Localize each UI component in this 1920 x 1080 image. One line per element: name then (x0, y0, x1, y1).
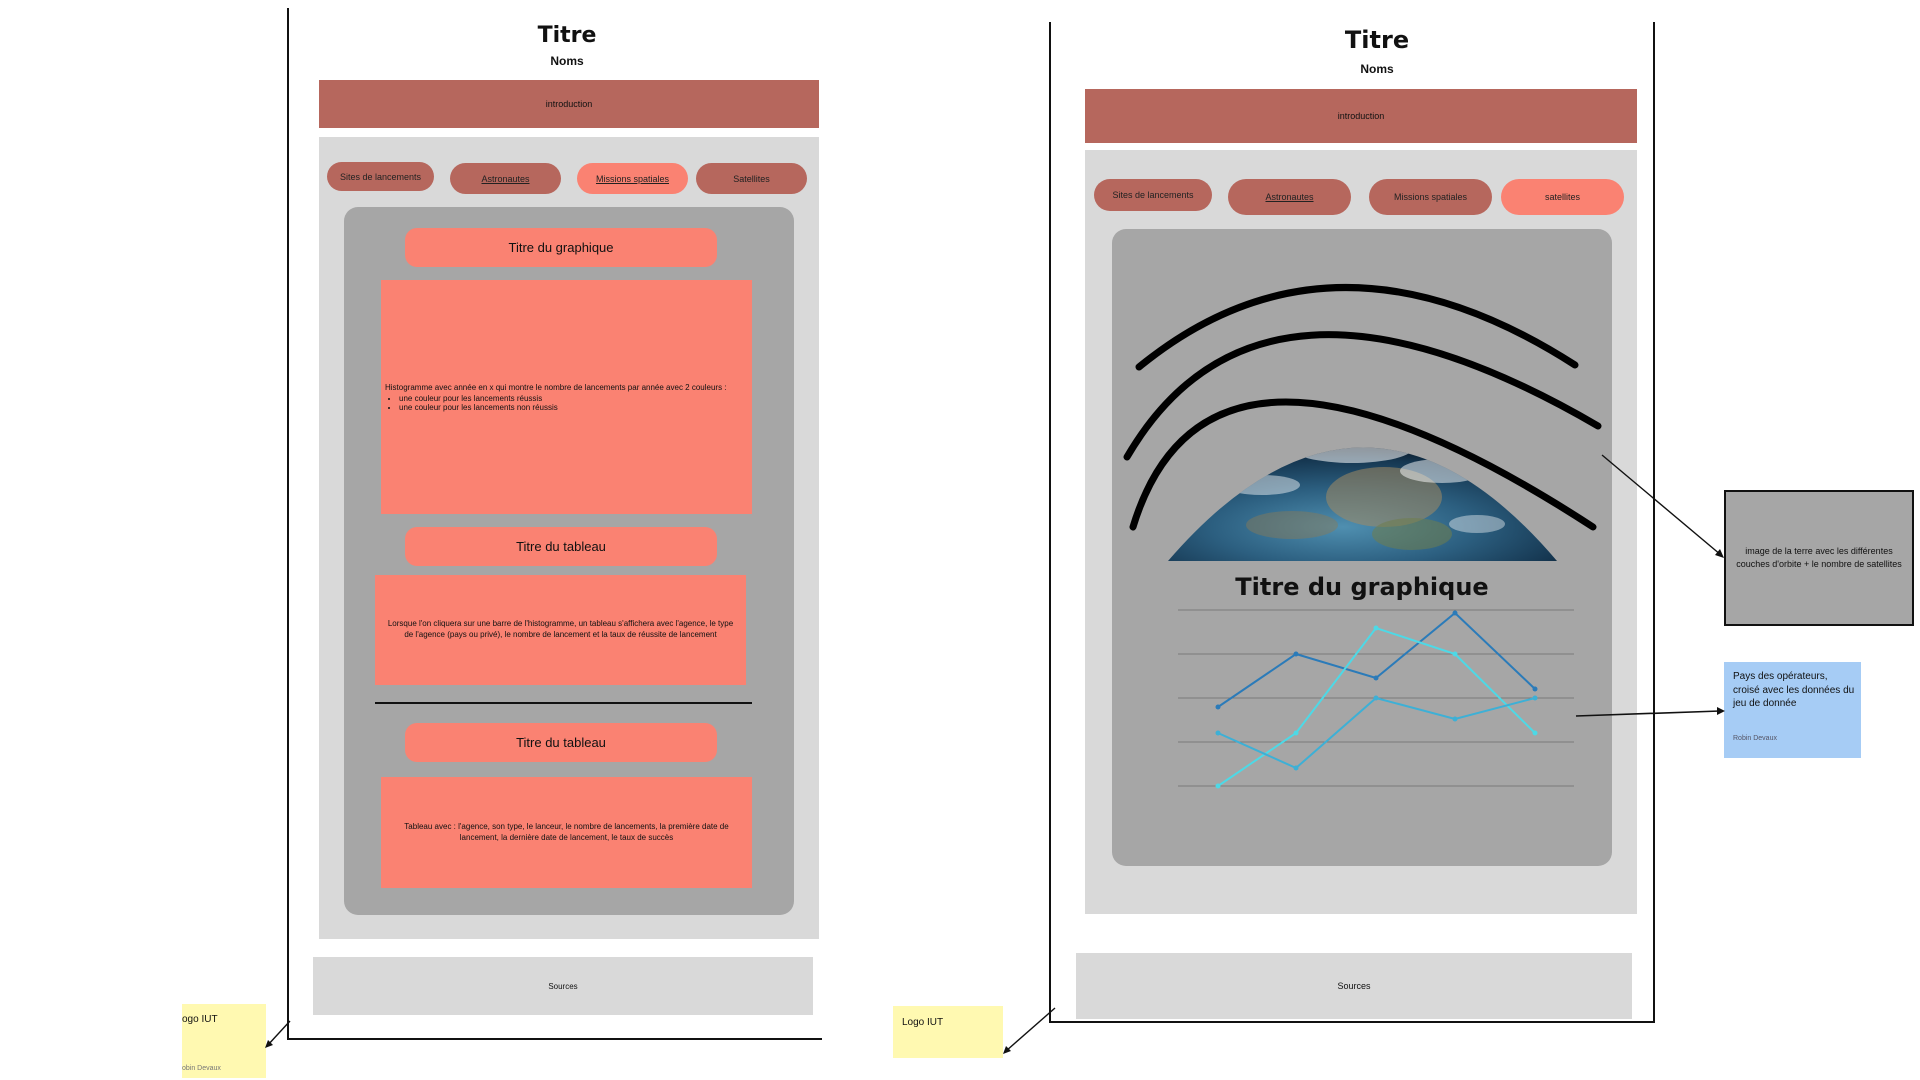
left-frame-line-bottom (287, 1038, 822, 1040)
left-page-names: Noms (550, 54, 584, 68)
chart-annotation-sticky-note: Pays des opérateurs, croisé avec les don… (1724, 662, 1861, 758)
earth-orbit-image (1123, 284, 1602, 561)
series-dark-point (1452, 610, 1458, 616)
left-nav-satellites[interactable]: Satellites (696, 163, 807, 194)
series-cyan-point (1215, 783, 1221, 789)
series-mid (1215, 695, 1538, 771)
left-nav-missions[interactable]: Missions spatiales (577, 163, 688, 194)
earth-annotation-arrow (1601, 454, 1724, 558)
left-table2-title: Titre du tableau (405, 723, 717, 762)
series-mid-point (1532, 695, 1538, 701)
left-nav-astronautes[interactable]: Astronautes (450, 163, 561, 194)
right-logo-note-text: Logo IUT (902, 1017, 944, 1028)
right-page-title: Titre (1344, 26, 1410, 54)
series-cyan-point (1452, 651, 1458, 657)
right-line-chart (1178, 609, 1574, 789)
left-graph-title: Titre du graphique (405, 228, 717, 267)
left-divider (375, 702, 752, 704)
right-mockup: Titre Noms introduction Sites de lanceme… (860, 0, 1920, 1080)
right-nav-sites[interactable]: Sites de lancements (1094, 179, 1212, 211)
left-table1-placeholder: Lorsque l'on cliquera sur une barre de l… (375, 575, 746, 685)
left-graph-bullet: une couleur pour les lancements non réus… (399, 403, 750, 412)
series-dark-point (1215, 704, 1221, 710)
left-graph-placeholder: Histogramme avec année en x qui montre l… (381, 280, 752, 514)
series-dark-point (1293, 651, 1299, 657)
left-page-title: Titre (537, 22, 597, 48)
left-logo-note-author: obin Devaux (182, 1065, 221, 1072)
left-table1-title: Titre du tableau (405, 527, 717, 566)
left-nav-sites[interactable]: Sites de lancements (327, 162, 434, 191)
chart-annotation-arrow (1575, 707, 1725, 717)
blue-note-author: Robin Devaux (1733, 735, 1777, 742)
orbit-arcs (1123, 284, 1602, 531)
left-intro-banner: introduction (319, 80, 819, 128)
blue-note-text: Pays des opérateurs, croisé avec les don… (1733, 671, 1855, 709)
left-graph-bullet: une couleur pour les lancements réussis (399, 394, 750, 403)
series-cyan-point (1532, 730, 1538, 736)
right-frame-right-line (1653, 22, 1655, 1023)
left-logo-note-text: ogo IUT (182, 1014, 218, 1025)
right-logo-sticky-note: Logo IUT (893, 1006, 1003, 1058)
left-sources-footer: Sources (313, 957, 813, 1015)
left-mockup: Titre Noms introduction Sites de lanceme… (0, 0, 860, 1080)
series-mid-point (1452, 716, 1458, 722)
right-nav-satellites[interactable]: satellites (1501, 179, 1624, 215)
right-intro-banner: introduction (1085, 89, 1637, 143)
left-table2-placeholder: Tableau avec : l'agence, son type, le la… (381, 777, 752, 888)
right-frame-left-line (1049, 22, 1051, 1023)
series-dark-point (1373, 675, 1379, 681)
series-mid-point (1293, 765, 1299, 771)
left-logo-sticky-note: ogo IUT obin Devaux (182, 1004, 266, 1078)
right-sources-footer: Sources (1076, 953, 1632, 1019)
right-page-names: Noms (1360, 61, 1394, 76)
right-chart-title: Titre du graphique (1235, 573, 1489, 601)
left-graph-bullets: une couleur pour les lancements réussis … (383, 394, 750, 412)
right-nav-astronautes[interactable]: Astronautes (1228, 179, 1351, 215)
series-dark-point (1532, 686, 1538, 692)
earth-annotation-box: image de la terre avec les différentes c… (1724, 490, 1914, 626)
series-mid-point (1215, 730, 1221, 736)
series-cyan (1215, 625, 1538, 789)
earth-icon (1168, 447, 1557, 561)
left-logo-arrow (265, 1020, 291, 1048)
series-cyan-point (1293, 730, 1299, 736)
series-mid-point (1373, 695, 1379, 701)
right-nav-missions[interactable]: Missions spatiales (1369, 179, 1492, 215)
left-graph-description: Histogramme avec année en x qui montre l… (385, 382, 727, 392)
left-frame-line-vertical (287, 8, 289, 1040)
right-frame-bottom-line (1049, 1021, 1655, 1023)
series-dark (1215, 610, 1538, 710)
right-logo-arrow (1003, 1007, 1056, 1054)
series-cyan-point (1373, 625, 1379, 631)
